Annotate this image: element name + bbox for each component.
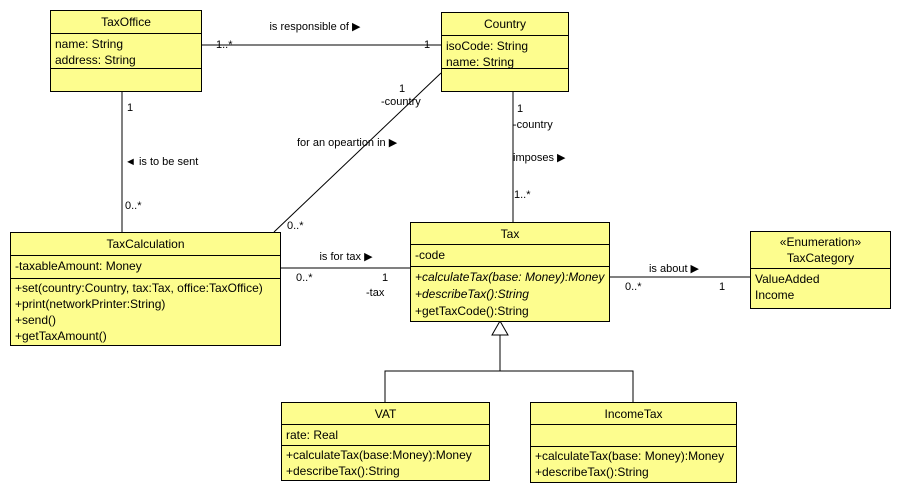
class-title: VAT <box>374 407 397 421</box>
class-title: TaxCategory <box>786 251 855 265</box>
class-box-taxoffice[interactable]: TaxOffice name: String address: String <box>50 10 202 92</box>
role-name: -country <box>381 96 421 108</box>
method: +calculateTax(base:Money):Money <box>286 448 472 462</box>
enum-literal: Income <box>755 288 795 302</box>
generalization-branches <box>384 370 634 403</box>
enumeration-header: «Enumeration» TaxCategory <box>751 232 890 268</box>
class-box-taxcalculation[interactable]: TaxCalculation -taxableAmount: Money +se… <box>10 232 281 346</box>
abstract-method: +describeTax():String <box>415 287 529 301</box>
association-taxcalculation-country <box>273 72 442 233</box>
multiplicity: 1 <box>382 272 389 284</box>
class-box-incometax[interactable]: IncomeTax +calculateTax(base: Money):Mon… <box>530 402 737 483</box>
attribute: name: String <box>55 37 124 51</box>
multiplicity: 1..* <box>216 39 233 51</box>
attributes-compartment: name: String address: String <box>51 33 201 68</box>
attributes-compartment: isoCode: String name: String <box>442 35 568 68</box>
class-box-taxcategory[interactable]: «Enumeration» TaxCategory ValueAdded Inc… <box>750 231 891 309</box>
attribute: -code <box>415 248 446 262</box>
class-title: IncomeTax <box>604 407 663 421</box>
method: +getTaxAmount() <box>15 329 107 343</box>
class-title: TaxOffice <box>101 15 151 29</box>
attributes-compartment: rate: Real <box>282 424 489 445</box>
method: +send() <box>15 313 57 327</box>
attributes-compartment: -taxableAmount: Money <box>11 255 280 278</box>
empty-attributes-compartment <box>531 424 736 446</box>
method: +describeTax():String <box>286 464 400 478</box>
literals-compartment: ValueAdded Income <box>751 268 890 308</box>
enum-literal: ValueAdded <box>755 272 820 286</box>
attribute: rate: Real <box>286 428 339 442</box>
attributes-compartment: -code <box>411 244 609 266</box>
methods-compartment: +calculateTax(base:Money):Money +describ… <box>282 445 489 480</box>
association-label-imposes: imposes ▶ <box>513 152 566 164</box>
association-label-is-to-be-sent: ◄ is to be sent <box>125 156 199 168</box>
class-title: Country <box>483 17 527 31</box>
empty-methods-compartment <box>442 68 568 91</box>
association-label-for-an-opeartion-in: for an opeartion in ▶ <box>297 137 398 149</box>
method: +describeTax():String <box>535 465 649 479</box>
class-title: TaxCalculation <box>106 237 185 251</box>
multiplicity: 1 <box>517 103 524 115</box>
generalization-triangle-icon <box>491 319 509 336</box>
class-box-vat[interactable]: VAT rate: Real +calculateTax(base:Money)… <box>281 402 490 481</box>
methods-compartment: +set(country:Country, tax:Tax, office:Ta… <box>11 278 280 345</box>
multiplicity: 0..* <box>125 200 142 212</box>
multiplicity: 1 <box>719 281 726 293</box>
multiplicity: 1 <box>424 39 431 51</box>
method: +calculateTax(base: Money):Money <box>535 449 725 463</box>
association-label-is-responsible-of: is responsible of ▶ <box>269 21 361 33</box>
multiplicity: 0..* <box>287 220 304 232</box>
method: +set(country:Country, tax:Tax, office:Ta… <box>15 281 263 295</box>
class-box-tax[interactable]: Tax -code +calculateTax(base: Money):Mon… <box>410 222 610 322</box>
attribute: name: String <box>446 55 515 68</box>
association-label-is-about: is about ▶ <box>648 263 700 275</box>
multiplicity: 1 <box>399 83 406 95</box>
attribute: address: String <box>55 53 136 67</box>
empty-methods-compartment <box>51 68 201 91</box>
method: +print(networkPrinter:String) <box>15 297 166 311</box>
role-name: -country <box>513 119 553 131</box>
attribute: -taxableAmount: Money <box>15 259 142 273</box>
methods-compartment: +calculateTax(base: Money):Money +descri… <box>411 266 609 321</box>
multiplicity: 1..* <box>514 189 531 201</box>
class-box-country[interactable]: Country isoCode: String name: String <box>441 12 569 92</box>
attribute: isoCode: String <box>446 39 529 53</box>
multiplicity: 0..* <box>625 281 642 293</box>
role-name: -tax <box>366 287 385 299</box>
multiplicity: 1 <box>127 102 134 114</box>
association-label-is-for-tax: is for tax ▶ <box>319 251 373 263</box>
multiplicity: 0..* <box>296 272 313 284</box>
class-title: Tax <box>500 227 520 241</box>
method: +getTaxCode():String <box>415 304 529 318</box>
stereotype: «Enumeration» <box>779 235 862 249</box>
abstract-method: +calculateTax(base: Money):Money <box>415 270 605 284</box>
methods-compartment: +calculateTax(base: Money):Money +descri… <box>531 446 736 482</box>
